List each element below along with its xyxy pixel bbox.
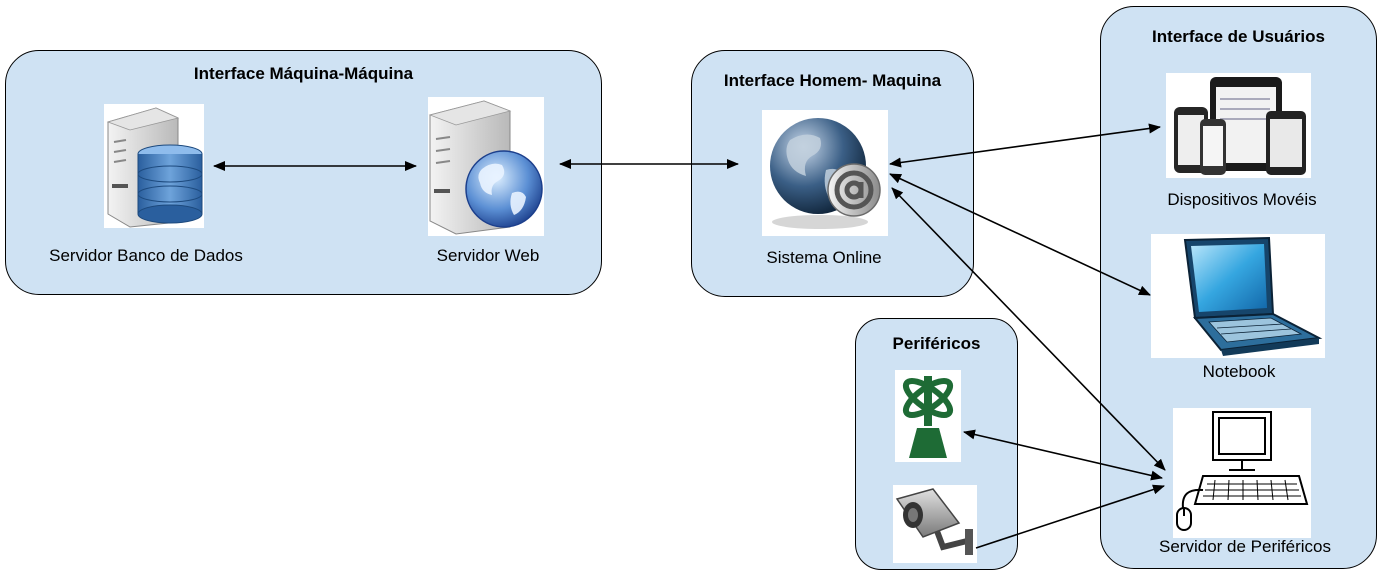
arrow-online-mobile [889,123,1161,168]
online-system-label: Sistema Online [766,248,882,267]
mobile-devices-icon [1166,73,1311,178]
arrow-antenna-peripheral-server [963,429,1163,481]
desktop-computer-icon [1173,408,1311,538]
web-server-label: Servidor Web [436,246,540,265]
web-server-icon [428,97,544,236]
arrow-online-peripheral-server [891,187,1166,471]
group-title: Interface Homem- Maquina [723,71,942,90]
db-server-label: Servidor Banco de Dados [49,246,243,265]
notebook-label: Notebook [1202,362,1276,381]
laptop-icon [1151,234,1325,358]
peripheral-server-label: Servidor de Periféricos [1159,537,1331,556]
arrow-camera-peripheral-server [975,484,1165,549]
globe-at-sign-icon [762,110,888,236]
group-title: Interface de Usuários [1152,27,1325,46]
security-camera-icon [893,485,977,563]
database-server-icon [104,104,204,228]
arrow-online-notebook [889,173,1151,296]
mobile-devices-label: Dispositivos Movéis [1167,190,1317,209]
group-title: Interface Máquina-Máquina [193,64,414,83]
